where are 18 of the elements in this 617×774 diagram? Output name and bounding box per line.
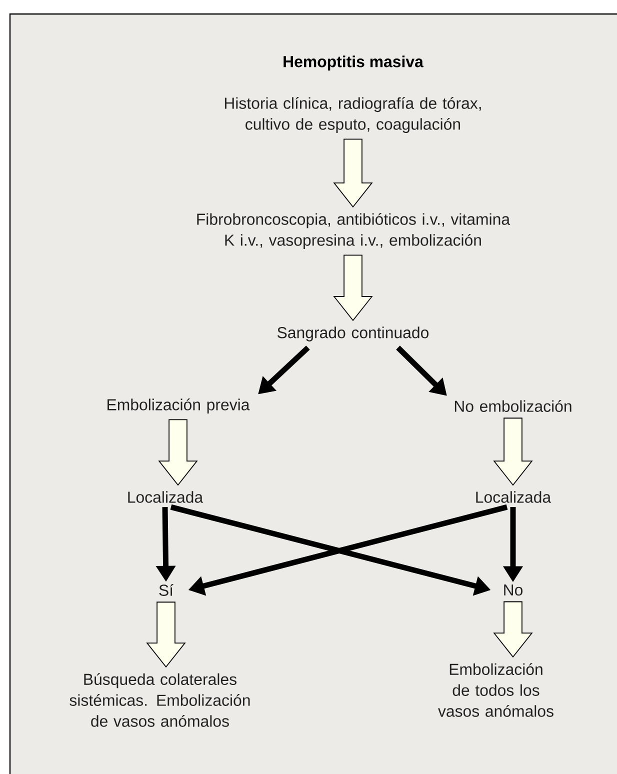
flow-text: No embolización [454,400,572,412]
flow-text: Fibrobroncoscopia, antibióticos i.v., vitamina K i.v., vasopresina i.v., embolización [197,213,510,249]
flow-text: Embolización previa [108,398,250,414]
flow-text: Localizada [476,491,552,503]
block-arrow [158,419,198,486]
flow-text: Sí [159,584,174,596]
block-arrow [333,138,373,208]
flow-text: Historia clínica, radiografía de tórax, cultivo de esputo, coagulación [224,97,481,133]
flow-text: Embolización de todos los vasos anómalos [438,663,554,717]
block-arrow [493,418,533,486]
block-arrow [493,601,533,658]
title: Hemoptitis masiva [284,56,424,70]
block-arrow [333,254,373,322]
flow-text: Búsqueda colaterales sistémicas. Embolización de vasos anómalos [70,673,250,727]
block-arrow [146,602,186,668]
flow-text: Sangrado continuado [278,326,428,342]
flow-text: Localizada [128,491,204,503]
flow-text: No [504,584,522,596]
